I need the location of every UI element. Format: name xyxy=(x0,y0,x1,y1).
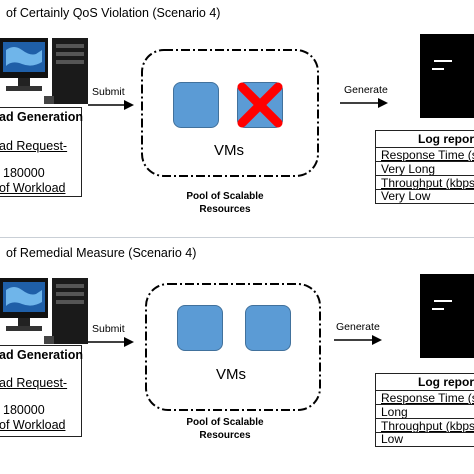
arrow-right-icon xyxy=(88,100,134,110)
workload-box: ad Generation ad Request- 180000 of Work… xyxy=(0,345,84,437)
vm-square xyxy=(245,305,291,351)
cross-icon xyxy=(237,82,283,128)
pool-label: Pool of Scalable Resources xyxy=(170,416,280,442)
document-icon xyxy=(420,274,474,358)
vm-square xyxy=(173,82,219,128)
workload-label: of Workload xyxy=(0,181,66,195)
arrow-right-icon xyxy=(334,335,382,345)
pool-label-line1: Pool of Scalable xyxy=(186,417,264,428)
log-report-heading: Log repor xyxy=(418,132,474,146)
throughput-label: Throughput (kbps xyxy=(381,176,474,190)
response-time-value: Very Long xyxy=(381,162,436,176)
response-time-label: Response Time (s xyxy=(381,148,474,162)
load-request-label: ad Request- xyxy=(0,139,68,153)
pool-label: Pool of Scalable Resources xyxy=(170,190,280,216)
throughput-label: Throughput (kbps xyxy=(381,419,474,433)
workload-label: of Workload xyxy=(0,418,66,432)
response-time-label: Response Time (s xyxy=(381,391,474,405)
workload-value: 180000 xyxy=(3,166,45,180)
document-icon xyxy=(420,34,474,118)
generate-label: Generate xyxy=(344,84,388,96)
response-time-value: Long xyxy=(381,405,408,419)
vm-square xyxy=(177,305,223,351)
log-report-box: Log repor Response Time (s Long Throughp… xyxy=(375,373,474,447)
resource-pool-border xyxy=(145,283,321,411)
section-divider xyxy=(0,237,474,238)
resource-pool-border xyxy=(141,49,319,177)
pool-label-line1: Pool of Scalable xyxy=(186,191,264,202)
arrow-right-icon xyxy=(88,337,134,347)
load-request-label: ad Request- xyxy=(0,376,68,390)
computer-icon xyxy=(0,278,88,344)
log-report-heading: Log repor xyxy=(418,375,474,389)
pool-label-line2: Resources xyxy=(199,430,251,441)
workload-heading: ad Generation xyxy=(0,110,84,124)
workload-box: ad Generation ad Request- 180000 of Work… xyxy=(0,107,84,197)
workload-value: 180000 xyxy=(3,403,45,417)
arrow-right-icon xyxy=(340,98,388,108)
throughput-value: Low xyxy=(381,432,404,446)
scenario-a-title: of Certainly QoS Violation (Scenario 4) xyxy=(6,6,221,20)
submit-label: Submit xyxy=(92,323,125,335)
computer-icon xyxy=(0,38,88,104)
vms-label: VMs xyxy=(216,366,246,383)
workload-heading: ad Generation xyxy=(0,348,84,362)
vms-label: VMs xyxy=(214,142,244,159)
submit-label: Submit xyxy=(92,86,125,98)
generate-label: Generate xyxy=(336,321,380,333)
pool-label-line2: Resources xyxy=(199,204,251,215)
scenario-b-title: of Remedial Measure (Scenario 4) xyxy=(6,246,197,260)
throughput-value: Very Low xyxy=(381,189,431,203)
log-report-box: Log repor Response Time (s Very Long Thr… xyxy=(375,130,474,204)
